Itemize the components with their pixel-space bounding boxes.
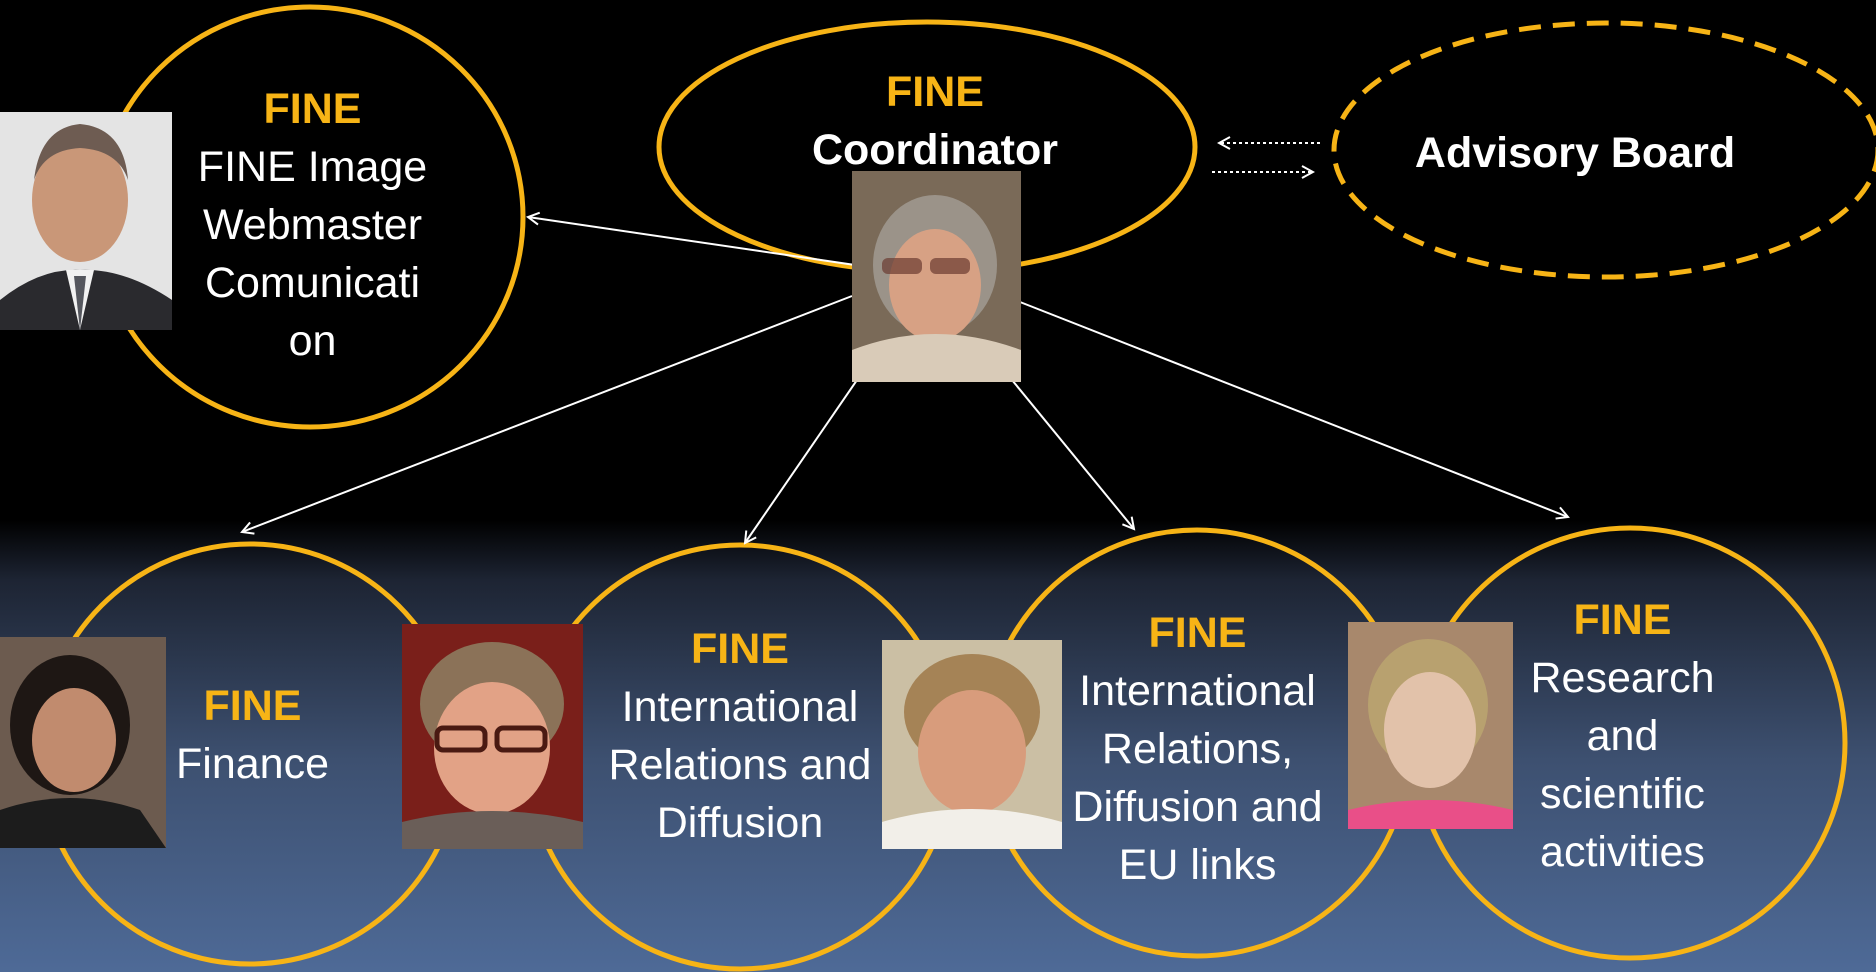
intl-diffusion-label: FINE International Relations and Diffusi… xyxy=(585,620,895,852)
research-line-3: scientific xyxy=(1540,770,1705,818)
photo-research xyxy=(1348,622,1513,829)
webmaster-line-4: on xyxy=(288,317,337,365)
photo-intl-diffusion xyxy=(402,624,583,849)
research-line-2: and xyxy=(1586,712,1659,760)
advisory-board-title: Advisory Board xyxy=(1414,129,1736,177)
intl-eu-line-1: International xyxy=(1079,667,1316,715)
research-label: FINE Research and scientific activities xyxy=(1490,591,1755,881)
research-line-1: Research xyxy=(1530,654,1715,702)
intl-eu-line-4: EU links xyxy=(1118,841,1277,889)
finance-line-1: Finance xyxy=(176,740,329,788)
photo-webmaster xyxy=(0,112,172,330)
arrow-to-research xyxy=(1019,301,1568,517)
webmaster-label: FINE FINE Image Webmaster Comunicati on xyxy=(170,80,455,370)
arrow-to-finance xyxy=(242,295,853,532)
webmaster-line-2: Webmaster xyxy=(202,201,423,249)
intl-diffusion-line-1: International xyxy=(621,683,859,731)
intl-diffusion-line-2: Relations and xyxy=(608,741,872,789)
finance-brand: FINE xyxy=(203,682,302,730)
arrow-to-intl-diffusion xyxy=(745,379,858,543)
research-brand: FINE xyxy=(1573,596,1672,644)
intl-diffusion-brand: FINE xyxy=(691,625,789,673)
advisory-board-label: Advisory Board xyxy=(1340,124,1810,182)
arrow-to-intl-eu xyxy=(1011,379,1134,529)
research-line-4: activities xyxy=(1540,828,1705,876)
advisory-board-ellipse xyxy=(1331,20,1876,280)
intl-eu-line-2: Relations, xyxy=(1101,725,1294,773)
intl-diffusion-line-3: Diffusion xyxy=(656,799,824,847)
intl-eu-brand: FINE xyxy=(1148,609,1247,657)
webmaster-line-3: Comunicati xyxy=(204,259,421,307)
webmaster-line-1: FINE Image xyxy=(197,143,428,191)
webmaster-brand: FINE xyxy=(263,85,362,133)
finance-label: FINE Finance xyxy=(150,677,355,793)
photo-intl-eu xyxy=(882,640,1062,849)
photo-finance xyxy=(0,637,166,848)
photo-coordinator xyxy=(852,171,1021,382)
coordinator-title: Coordinator xyxy=(811,126,1059,174)
arrow-to-webmaster xyxy=(528,217,856,266)
coordinator-label: FINE Coordinator xyxy=(735,63,1135,179)
intl-eu-label: FINE International Relations, Diffusion … xyxy=(1045,604,1350,894)
intl-eu-line-3: Diffusion and xyxy=(1072,783,1323,831)
coordinator-brand: FINE xyxy=(886,68,984,116)
